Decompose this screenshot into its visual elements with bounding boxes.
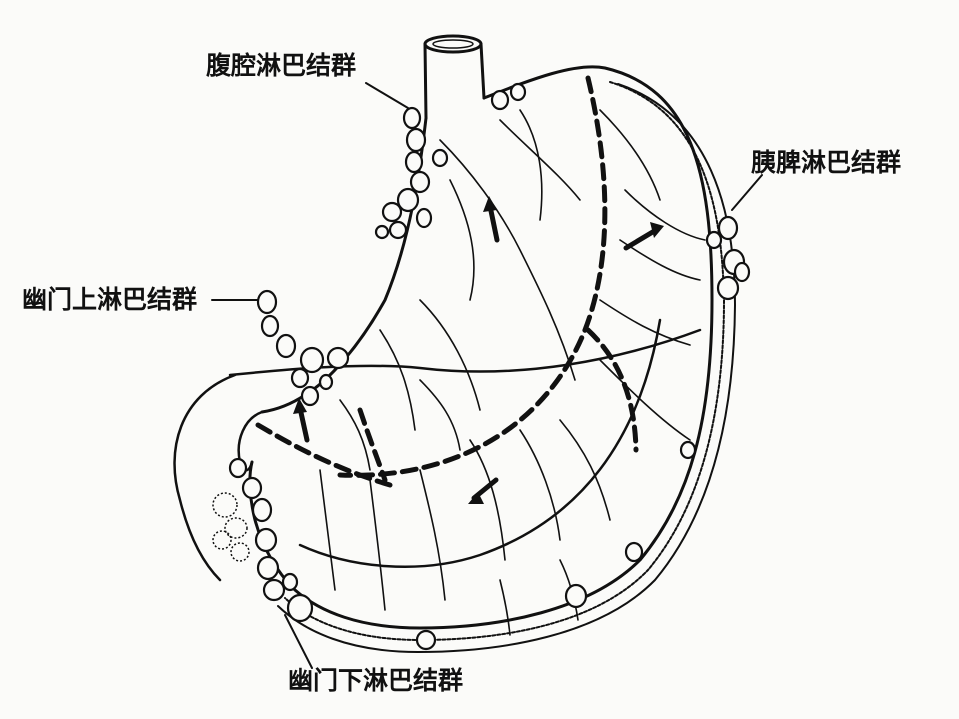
celiac-lymph-node-label: 腹腔淋巴结群 [206,51,357,80]
lymph-nodes [228,82,751,651]
dotted-nodes [212,492,250,562]
inner-contour [228,328,702,377]
pancreaticosplenic-lymph-node-label: 胰脾淋巴结群 [751,148,902,177]
drainage-zone-boundaries [255,75,639,488]
arrow-heads [293,196,664,504]
pancreas-curve [173,373,237,582]
esophagus [423,34,486,120]
suprapyloric-lymph-node-label: 幽门上淋巴结群 [22,285,198,314]
lesser-curvature [260,116,428,414]
leader-lines [211,82,763,669]
omentum-line [277,83,736,653]
infrapyloric-lymph-node-label: 幽门下淋巴结群 [288,666,464,695]
gastroepiploic-vessel [284,81,725,641]
